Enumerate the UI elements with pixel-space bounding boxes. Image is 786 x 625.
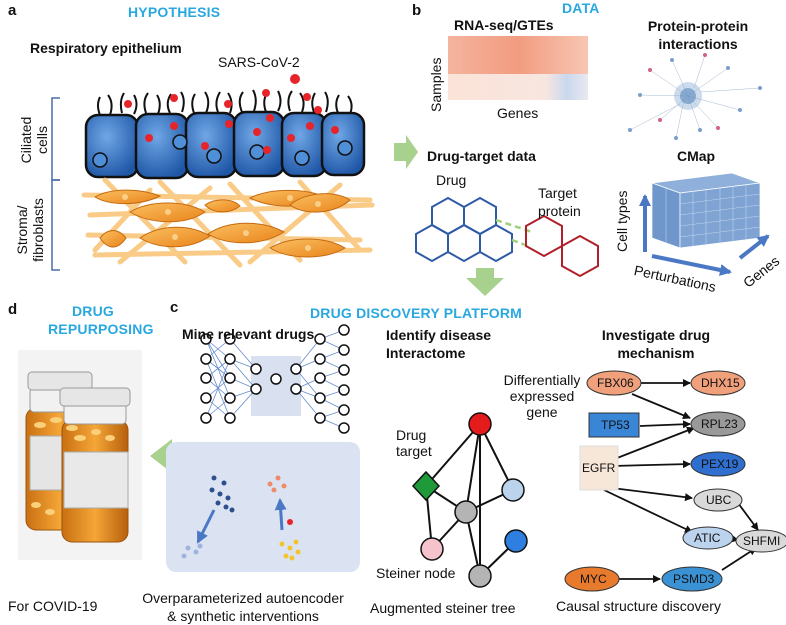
- panel-c-letter: c: [170, 299, 179, 316]
- gene-node-tp53: [588, 412, 640, 438]
- genes-label: Genes: [497, 105, 539, 121]
- rnaseq-title: RNA-seq/GTEs: [454, 17, 554, 33]
- ciliated-cells: [84, 110, 366, 180]
- gene-node-ubc: [693, 488, 743, 512]
- panel-c-heading: DRUG DISCOVERY PLATFORM: [310, 305, 523, 321]
- gene-node-egfr: [579, 445, 619, 491]
- steiner-node: [420, 537, 444, 561]
- gene-node-atic: [682, 526, 734, 550]
- gene-label-atic: ATIC: [694, 531, 721, 545]
- gene-label-egfr: EGFR: [582, 461, 616, 475]
- gene-label-dhx15: DHX15: [701, 376, 740, 390]
- latent-space-panel: [166, 442, 360, 572]
- causal-caption: Causal structure discovery: [556, 598, 721, 614]
- cmap-grid: [665, 185, 761, 246]
- panel-a-heading: HYPOTHESIS: [128, 4, 221, 20]
- arrow-a-to-b: [394, 135, 418, 169]
- gene-node-myc: [564, 566, 620, 592]
- panel-a-letter: a: [8, 2, 17, 19]
- cmap-title: CMap: [677, 148, 716, 164]
- drug-target-node: [411, 470, 441, 502]
- virus-label: SARS-CoV-2: [218, 54, 300, 70]
- ppi-nodes: [628, 53, 762, 140]
- ppi-network: [629, 54, 761, 139]
- gene-node-fbx06: [586, 370, 642, 396]
- drug-molecule: [415, 196, 513, 263]
- cilia: [97, 89, 353, 116]
- steiner-node-label: Steiner node: [376, 565, 456, 581]
- stromal-label: Stroma/fibroblasts: [14, 198, 46, 262]
- target-protein: [525, 214, 599, 278]
- de-gene-node: [468, 412, 492, 436]
- gene-label-myc: MYC: [580, 572, 607, 586]
- gene-label-tp53: TP53: [601, 418, 630, 432]
- rnaseq-heatmap: [448, 36, 588, 100]
- panel-b-heading: DATA: [562, 0, 600, 16]
- panel-a-title: Respiratory epithelium: [30, 40, 182, 56]
- layer-brackets: [51, 97, 60, 271]
- gene-label-rpl23: RPL23: [701, 417, 738, 431]
- gene-label-psmd3: PSMD3: [673, 572, 715, 586]
- drug-target-title: Drug-target data: [427, 148, 536, 164]
- fibroblast-layer: [81, 177, 375, 268]
- samples-label: Samples: [428, 57, 444, 112]
- gene-label-ubc: UBC: [706, 493, 732, 507]
- panel-b-letter: b: [412, 2, 422, 19]
- pill-bottles-illustration: [18, 350, 142, 560]
- cmap-axes: [639, 194, 770, 276]
- gene-node-dhx15: [690, 370, 746, 396]
- panel-d-letter: d: [8, 301, 18, 318]
- autoencoder-network: [200, 324, 350, 434]
- drug-label: Drug: [436, 172, 467, 188]
- gene-node-pex19: [690, 451, 746, 477]
- cell-types-label: Cell types: [614, 190, 630, 252]
- arrow-b-to-c: [466, 268, 504, 296]
- epithelium-illustration: [51, 74, 375, 271]
- hub-node: [454, 500, 478, 524]
- autoencoder-caption: Overparameterized autoencoder& synthetic…: [142, 590, 344, 624]
- mine-drugs-title: Mine relevant drugs: [182, 326, 315, 342]
- gene-node-shfmi: [735, 529, 786, 553]
- gene-node-psmd3: [661, 566, 723, 592]
- cell-nuclei: [92, 134, 353, 168]
- causal-graph-edges: [603, 379, 759, 583]
- covid-caption: For COVID-19: [8, 598, 98, 614]
- gene-label-shfmi: SHFMI: [743, 534, 781, 548]
- gene-label-fbx06: FBX06: [597, 376, 634, 390]
- virus-particles: [124, 74, 339, 154]
- steiner-tree-caption: Augmented steiner tree: [370, 600, 516, 616]
- causal-graph-nodes: [564, 370, 786, 592]
- gene-node-rpl23: [690, 411, 746, 437]
- gene-label-pex19: PEX19: [701, 457, 739, 471]
- steiner-tree-nodes: [411, 412, 528, 588]
